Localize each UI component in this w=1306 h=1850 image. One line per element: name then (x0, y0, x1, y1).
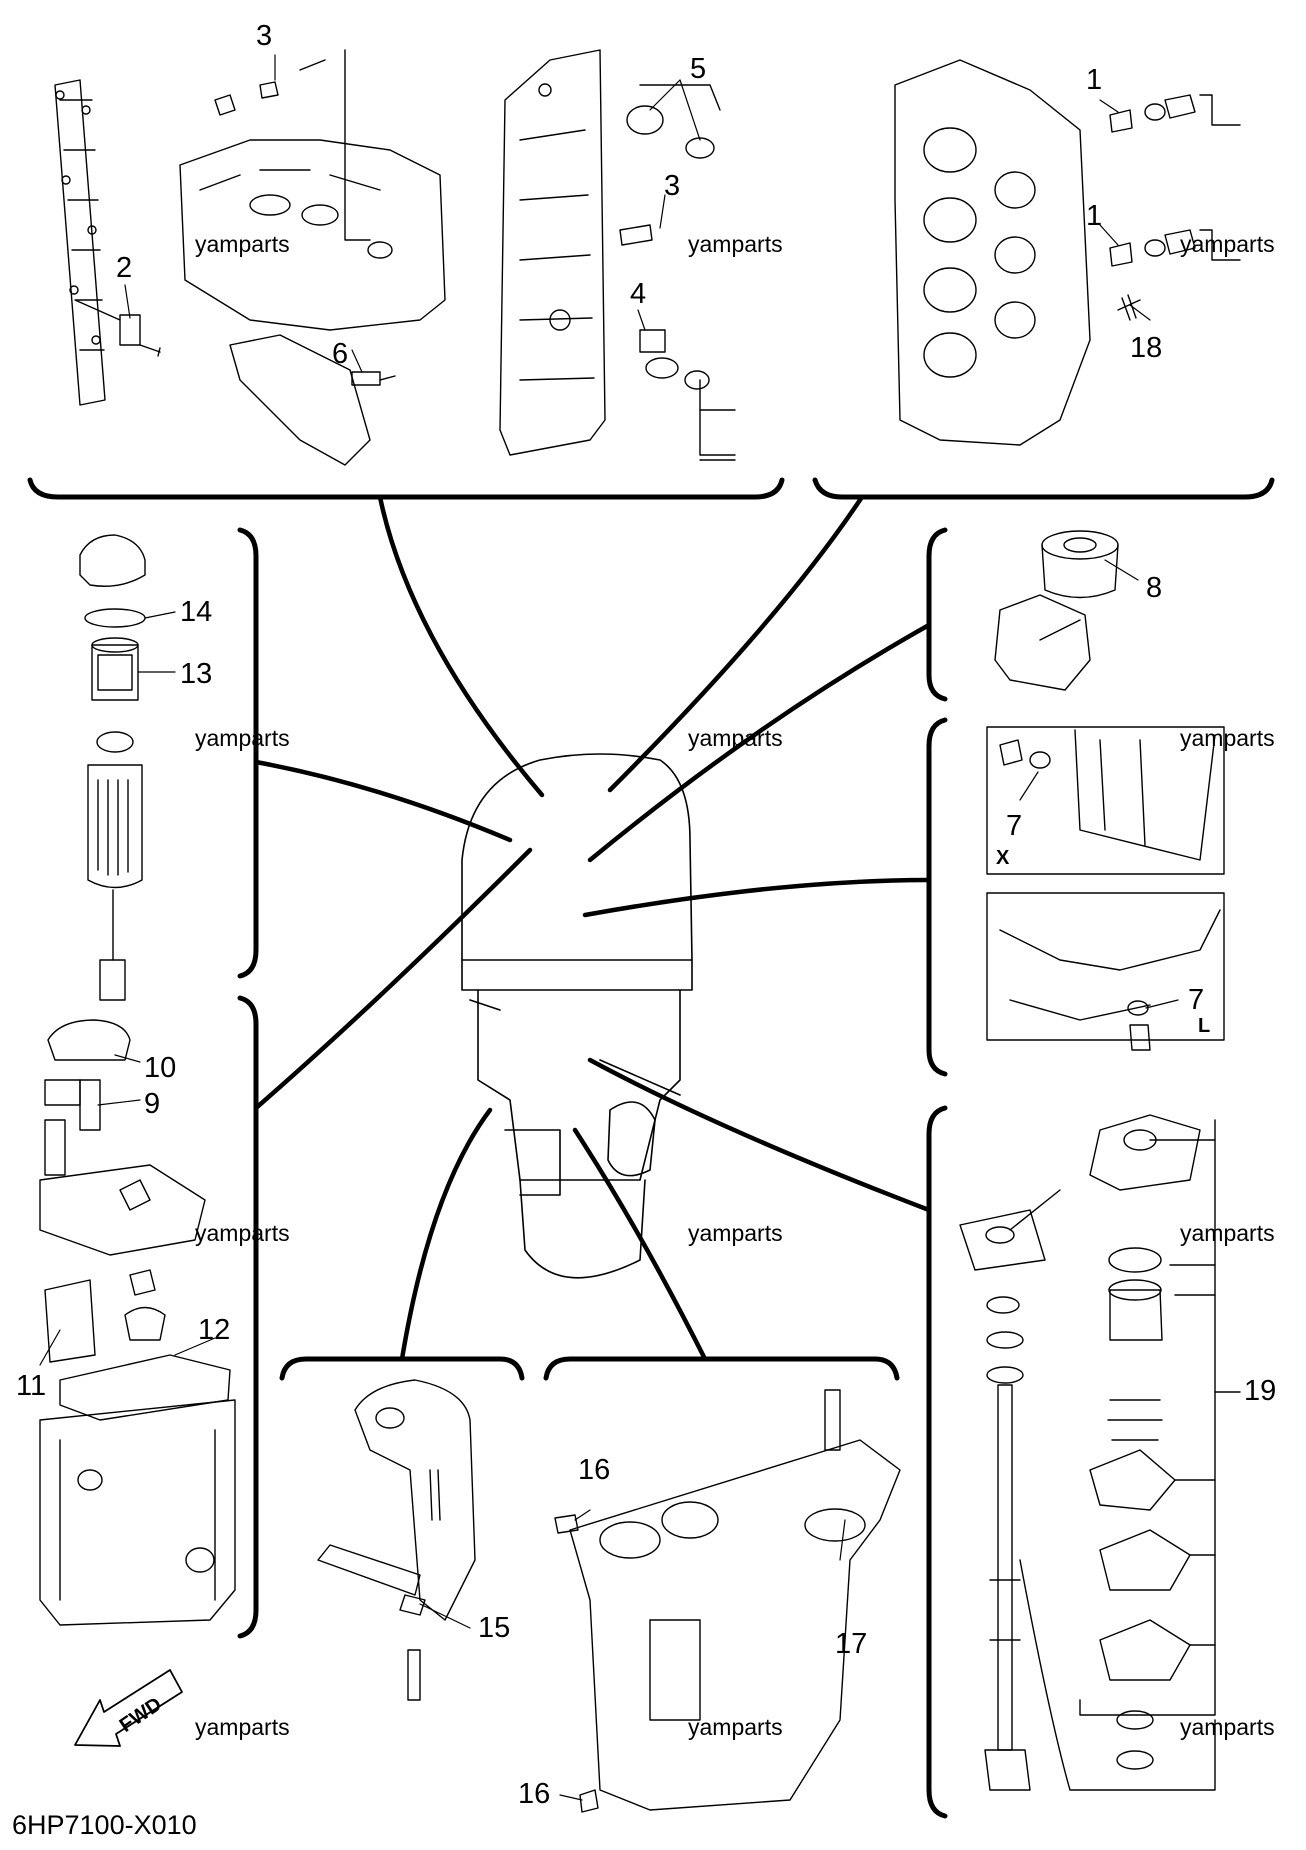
callout-17: 17 (835, 1628, 868, 1660)
watermark: yamparts (688, 231, 783, 257)
watermark: yamparts (1180, 725, 1275, 751)
callout-14: 14 (180, 596, 213, 628)
watermark: yamparts (195, 231, 290, 257)
watermark: yamparts (195, 1220, 290, 1246)
diagram-code: 6HP7100-X010 (12, 1810, 197, 1840)
watermark: yamparts (688, 725, 783, 751)
callout-16b: 16 (518, 1778, 551, 1810)
callout-7b: 7 (1188, 984, 1205, 1016)
outboard-motor-outline (461, 753, 693, 1279)
watermark: yamparts (688, 1220, 783, 1246)
gasket-plate-2 (54, 79, 161, 406)
view-label-x: X (996, 847, 1010, 869)
oil-filter-8 (994, 530, 1119, 691)
callout-12: 12 (198, 1314, 231, 1346)
callout-1a: 1 (1086, 64, 1103, 96)
view-label-l: L (1198, 1015, 1211, 1037)
water-pump-19 (959, 1114, 1241, 1791)
section-braces (27, 477, 1275, 1819)
watermark: yamparts (195, 725, 290, 751)
vapor-separator-9-12 (39, 1019, 236, 1626)
watermark: yamparts (1180, 1714, 1275, 1740)
callout-leaders (39, 54, 1179, 1801)
callout-19: 19 (1244, 1375, 1277, 1407)
callout-8: 8 (1146, 572, 1163, 604)
fuel-filter-13-14 (79, 534, 146, 1001)
callout-3a: 3 (256, 20, 273, 52)
callout-15: 15 (478, 1612, 511, 1644)
exhaust-cover-3-4-5 (499, 49, 736, 461)
callout-2: 2 (116, 252, 133, 284)
fwd-arrow (74, 1669, 183, 1747)
watermark: yamparts (1180, 1220, 1275, 1246)
drain-views-7 (986, 726, 1225, 1051)
leader-curves (253, 494, 932, 1362)
watermark: yamparts (1180, 231, 1275, 257)
callout-18: 18 (1130, 332, 1163, 364)
lower-case-16-17 (554, 1389, 901, 1813)
callout-9: 9 (144, 1088, 161, 1120)
callout-16a: 16 (578, 1454, 611, 1486)
callout-6: 6 (332, 338, 349, 370)
callout-3b: 3 (664, 170, 681, 202)
callout-11: 11 (16, 1370, 47, 1402)
callout-13: 13 (180, 658, 213, 690)
steering-bracket-15 (317, 1379, 476, 1701)
callout-7a: 7 (1006, 810, 1023, 842)
cylinder-block-1-18 (894, 59, 1241, 446)
cylinder-head-3-6 (179, 49, 446, 466)
callout-10: 10 (144, 1052, 177, 1084)
callout-4: 4 (630, 278, 647, 310)
callout-5: 5 (690, 53, 707, 85)
watermark: yamparts (688, 1714, 783, 1740)
callout-1b: 1 (1086, 200, 1103, 232)
watermark: yamparts (195, 1714, 290, 1740)
